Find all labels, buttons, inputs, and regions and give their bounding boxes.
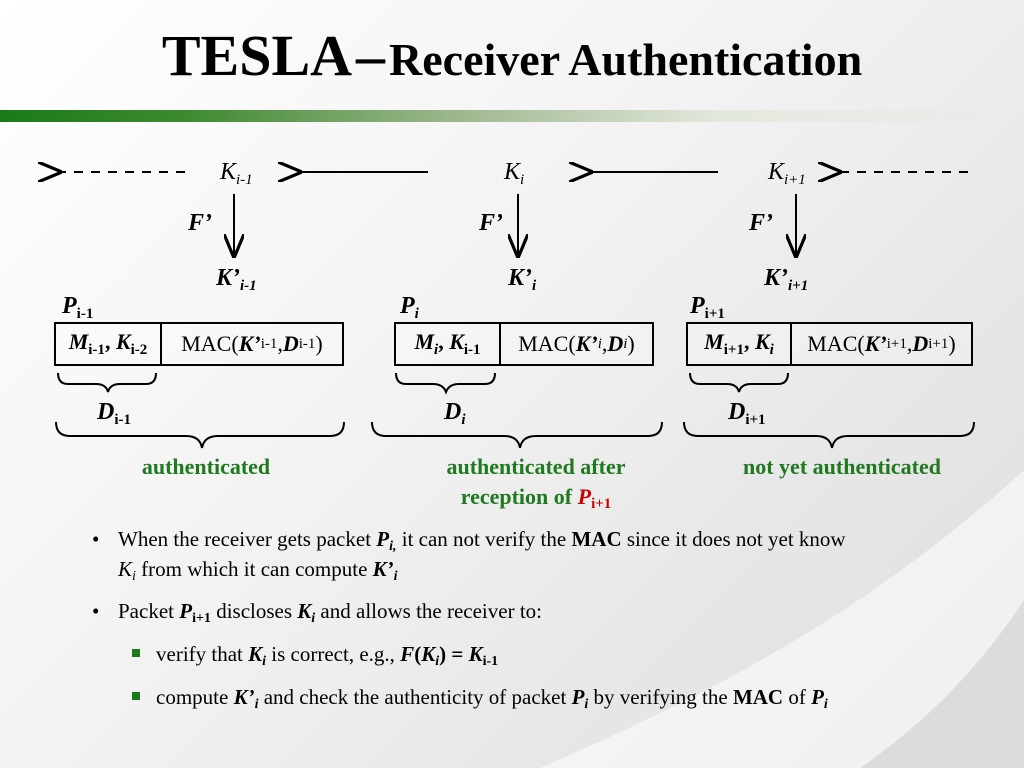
sub-bullet-2: compute K’i and check the authenticity o… xyxy=(92,684,1007,714)
data-label-d-i: Di xyxy=(444,399,466,428)
derived-key-i: K’i xyxy=(508,265,537,294)
sub-bullet-1: verify that Ki is correct, e.g., F(Ki) =… xyxy=(92,641,1007,671)
bullet-dot-icon: • xyxy=(92,527,100,551)
bullet-list: • When the receiver gets packet Pi, it c… xyxy=(92,526,1007,727)
packet-3-message-cell: Mi+1, Ki xyxy=(704,329,774,358)
title-main: TESLA xyxy=(161,23,353,88)
key-k-i-minus-1: Ki-1 xyxy=(220,159,253,188)
caption-authenticated-after: authenticated after reception of Pi+1 xyxy=(446,454,626,512)
caption-not-yet-authenticated: not yet authenticated xyxy=(743,454,941,479)
caption-authenticated: authenticated xyxy=(141,454,271,479)
title-underline-bar xyxy=(0,110,1024,122)
square-bullet-icon xyxy=(132,691,140,700)
f-label-3: F’ xyxy=(749,210,773,236)
bullet-1: • When the receiver gets packet Pi, it c… xyxy=(92,527,846,585)
packet-label-p-i-plus-1: Pi+1 xyxy=(690,293,725,322)
title-rest: Receiver Authentication xyxy=(389,34,863,85)
packet-label-p-i: Pi xyxy=(400,293,419,322)
data-label-d-i-plus-1: Di+1 xyxy=(728,399,766,428)
packet-1-message-cell: Mi-1, Ki-2 xyxy=(68,329,148,358)
derived-key-i-minus-1: K’i-1 xyxy=(216,265,257,294)
square-bullet-icon xyxy=(132,648,140,657)
packet-label-p-i-minus-1: Pi-1 xyxy=(62,293,94,322)
data-label-d-i-minus-1: Di-1 xyxy=(97,399,132,428)
bullet-2: • Packet Pi+1 discloses Ki and allows th… xyxy=(92,599,542,627)
key-k-i: Ki xyxy=(504,159,525,188)
f-label-2: F’ xyxy=(479,210,503,236)
key-k-i-plus-1: Ki+1 xyxy=(768,159,806,188)
packet-2-message-cell: Mi, Ki-1 xyxy=(414,329,481,358)
title-dash: – xyxy=(356,23,386,88)
f-label-1: F’ xyxy=(188,210,212,236)
derived-key-i-plus-1: K’i+1 xyxy=(764,265,809,294)
slide-title: TESLA – Receiver Authentication xyxy=(0,22,1024,89)
bullet-dot-icon: • xyxy=(92,599,100,624)
